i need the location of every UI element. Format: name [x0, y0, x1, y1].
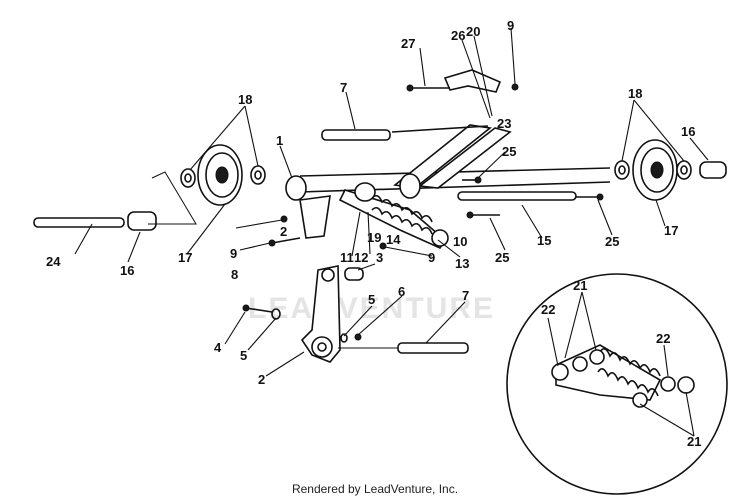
callout-25-mid: 25 [495, 250, 509, 265]
callout-9-top: 9 [507, 18, 514, 33]
housing-1-right [399, 173, 421, 199]
callout-25-top: 25 [502, 144, 516, 159]
callout-15: 15 [537, 233, 551, 248]
tube-7-lower [397, 342, 469, 354]
bracket-26 [443, 69, 502, 93]
callout-5-lower: 5 [368, 292, 375, 307]
housing-1-left [285, 175, 307, 201]
callout-14: 14 [386, 232, 401, 247]
nut-9-spring [379, 242, 387, 250]
callout-10: 10 [453, 234, 467, 249]
callout-24: 24 [46, 254, 61, 269]
link-2-lower [300, 265, 341, 363]
callouts: 1 2 2 3 4 5 5 6 7 7 8 9 9 9 10 11 12 13 … [46, 18, 701, 449]
spacer-16-right [699, 161, 727, 179]
callout-19: 19 [367, 230, 381, 245]
washer-18-left-b [250, 165, 266, 185]
callout-6: 6 [398, 284, 405, 299]
callout-21-top: 21 [573, 278, 587, 293]
spring-group [338, 182, 449, 250]
callout-18-right: 18 [628, 86, 642, 101]
callout-17-left: 17 [178, 250, 192, 265]
left-wheel-group [33, 144, 266, 231]
callout-9-left: 9 [230, 246, 237, 261]
callout-7-upper: 7 [340, 80, 347, 95]
callout-13: 13 [455, 256, 469, 271]
callout-8: 8 [231, 267, 238, 282]
callout-11: 11 [340, 250, 354, 265]
callout-20: 20 [466, 24, 480, 39]
washer-18-right-b [676, 160, 692, 180]
nut-9-top [511, 83, 519, 91]
lower-link-group [242, 265, 469, 363]
washer-5-lower [340, 333, 348, 343]
callout-21-bottom: 21 [687, 434, 701, 449]
callout-22-right: 22 [656, 331, 670, 346]
callout-7-lower: 7 [462, 288, 469, 303]
detail-inset [506, 273, 728, 495]
callout-16-left: 16 [120, 263, 134, 278]
callout-5-left: 5 [240, 348, 247, 363]
frame-group [268, 69, 611, 247]
callout-12: 12 [354, 250, 368, 265]
callout-25-right: 25 [605, 234, 619, 249]
callout-23: 23 [497, 116, 511, 131]
nut-6 [354, 333, 362, 341]
washer-18-left-a [180, 168, 196, 188]
callout-9-spring: 9 [428, 250, 435, 265]
spacer-16-left [127, 211, 157, 231]
tube-7-upper [321, 129, 391, 141]
footer-credit: Rendered by LeadVenture, Inc. [291, 482, 459, 496]
plate-2-upper [299, 195, 331, 239]
callout-2-lower: 2 [258, 372, 265, 387]
tube-15 [457, 191, 577, 201]
callout-4: 4 [214, 340, 222, 355]
callout-27: 27 [401, 36, 415, 51]
callout-22-left: 22 [541, 302, 555, 317]
right-wheel-group [614, 139, 727, 201]
callout-17-right: 17 [664, 223, 678, 238]
callout-26: 26 [451, 28, 465, 43]
callout-18-left: 18 [238, 92, 252, 107]
axle-24 [33, 217, 125, 228]
spacer-3 [344, 267, 364, 281]
nut-9-left [280, 215, 288, 223]
washer-5-left [271, 308, 281, 320]
callout-3: 3 [376, 250, 383, 265]
leader-lines [74, 27, 709, 437]
callout-2-upper: 2 [280, 224, 287, 239]
washer-18-right-a [614, 160, 630, 180]
callout-16-right: 16 [681, 124, 695, 139]
watermark: LEADVENTURE [248, 292, 495, 325]
callout-1: 1 [276, 133, 283, 148]
